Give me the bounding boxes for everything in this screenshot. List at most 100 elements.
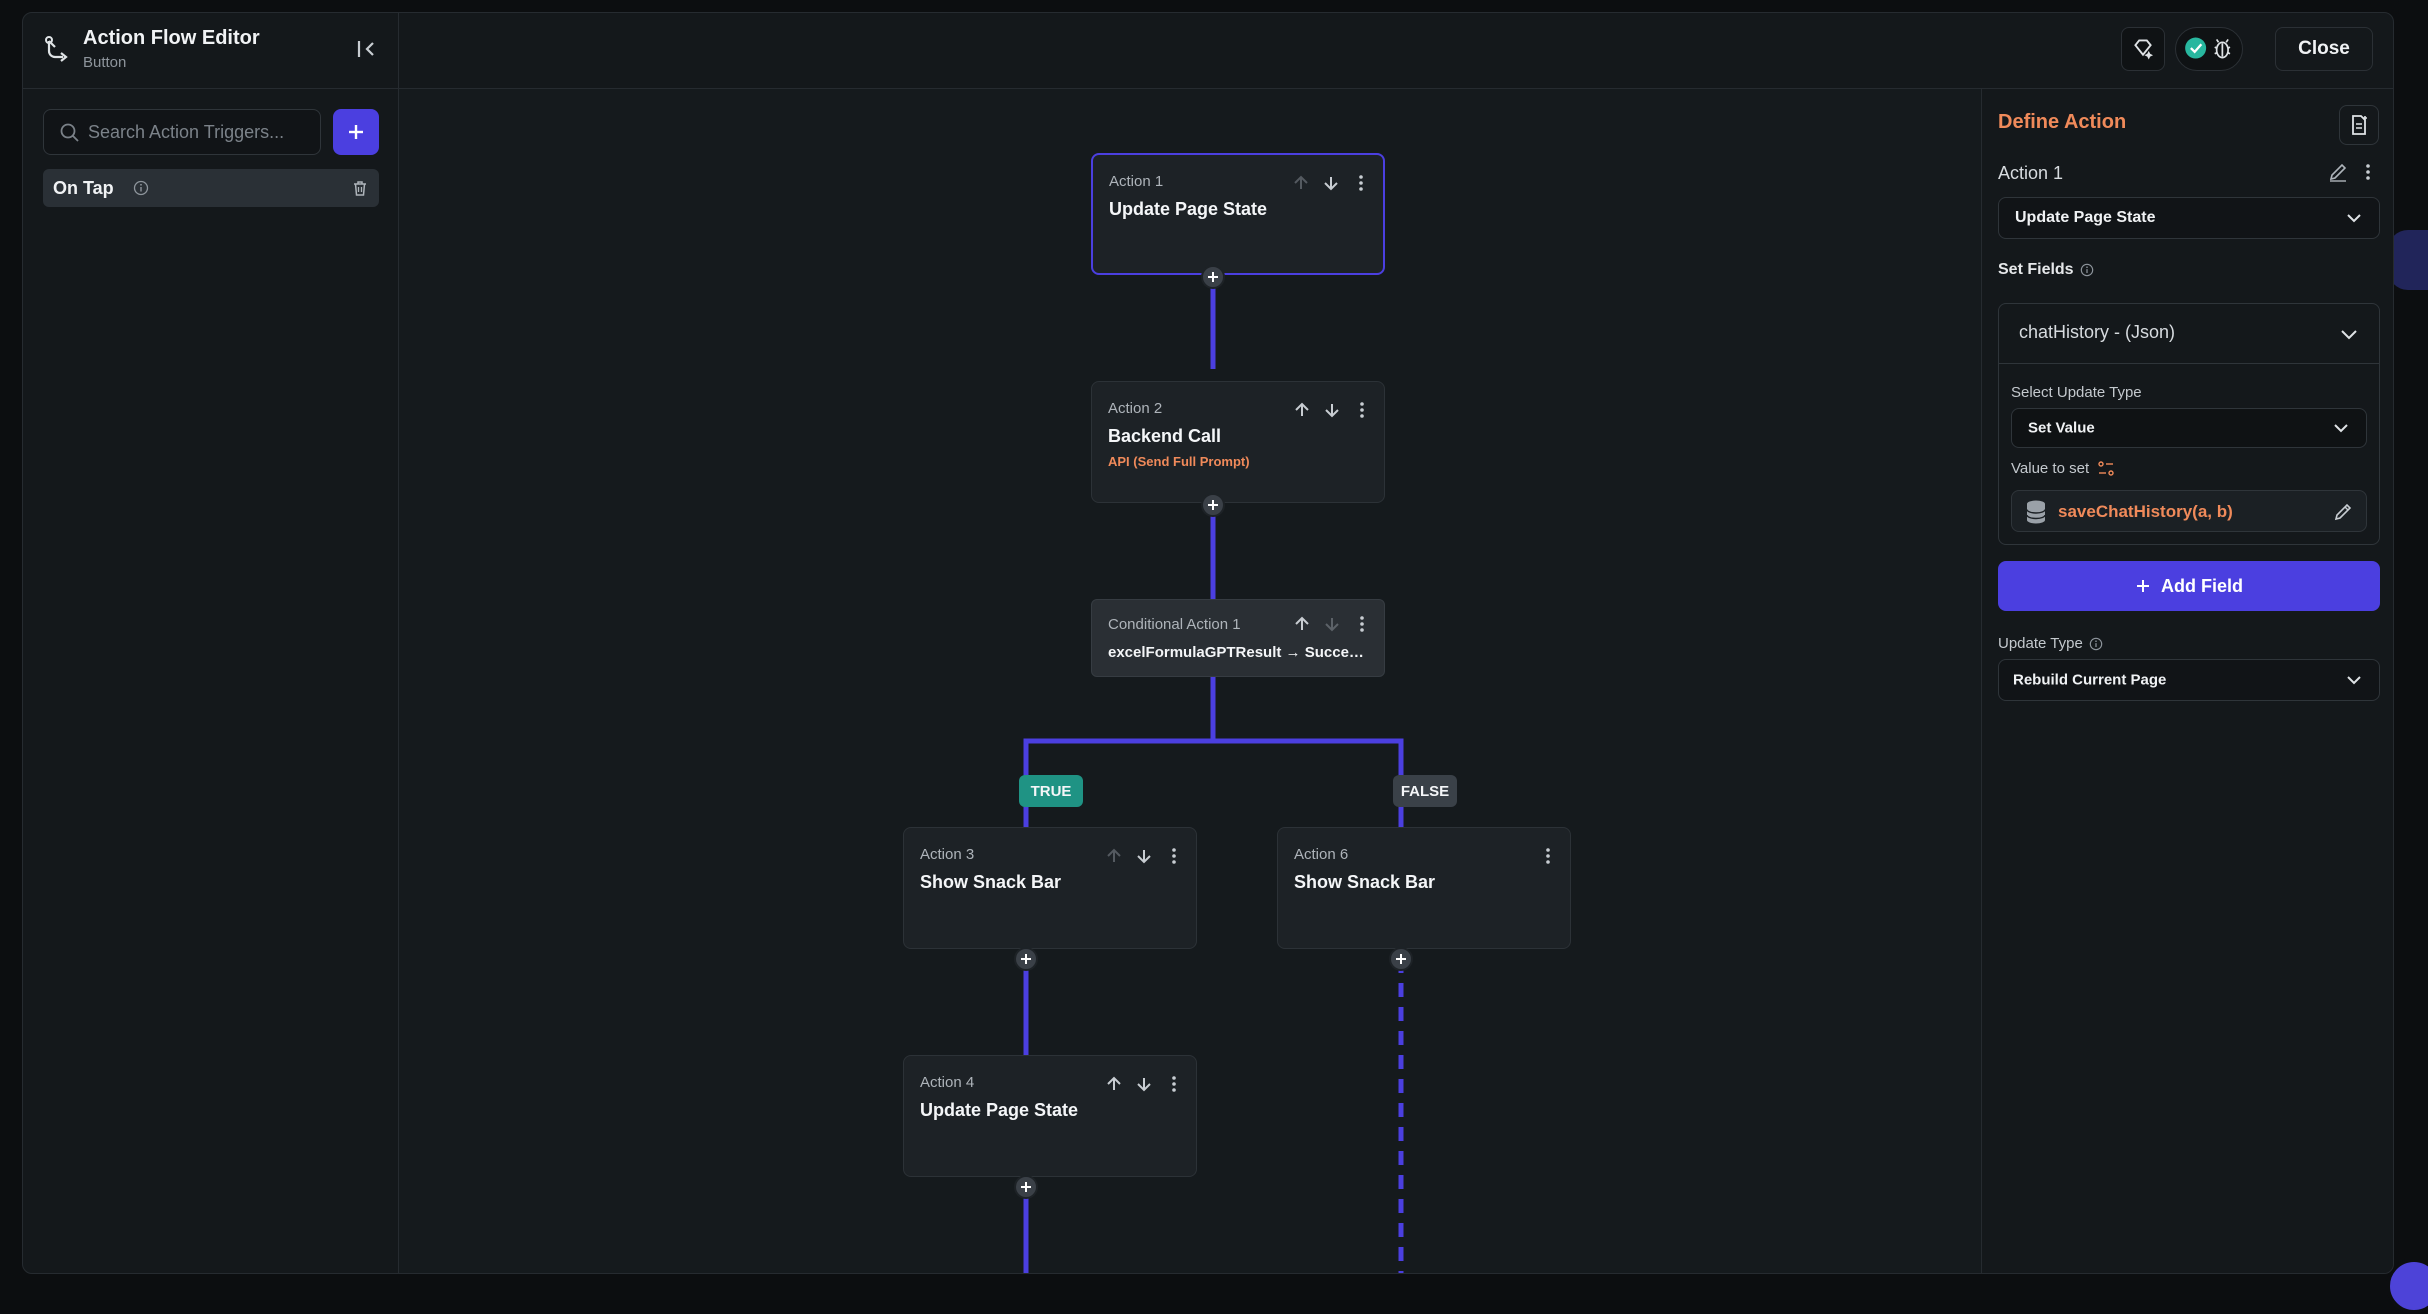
node-title: Show Snack Bar xyxy=(920,872,1061,893)
node-label: Action 3 xyxy=(920,846,974,863)
flow-node-action-1[interactable]: Action 1 Update Page State xyxy=(1091,153,1385,275)
edit-icon[interactable] xyxy=(2327,161,2349,183)
action-triggers-panel: On Tap xyxy=(23,89,399,1274)
search-triggers-input[interactable] xyxy=(88,110,308,154)
ai-gem-icon xyxy=(2122,28,2164,70)
collapse-sidebar-icon[interactable] xyxy=(353,35,381,63)
action-flow-icon xyxy=(43,35,71,65)
action-flow-editor-modal: Action Flow Editor Button xyxy=(22,12,2394,1274)
info-icon[interactable] xyxy=(2089,637,2103,651)
plus-icon xyxy=(1206,270,1220,284)
bug-icon xyxy=(2215,39,2230,57)
plus-icon xyxy=(1019,952,1033,966)
ai-assist-button[interactable] xyxy=(2121,27,2165,71)
document-icon xyxy=(2347,113,2371,137)
variable-options-icon[interactable] xyxy=(2097,460,2115,478)
add-action-button[interactable] xyxy=(1389,947,1413,971)
add-action-button[interactable] xyxy=(1201,493,1225,517)
action-type-value: Update Page State xyxy=(2015,209,2155,227)
more-options-icon[interactable] xyxy=(1351,173,1371,193)
chevron-down-icon[interactable] xyxy=(2337,322,2361,346)
plus-icon xyxy=(2135,578,2151,594)
panel-title: Define Action xyxy=(1998,111,2126,134)
edit-icon[interactable] xyxy=(2332,501,2354,523)
more-options-icon[interactable] xyxy=(1538,846,1558,866)
value-to-set-label: Value to set xyxy=(2011,460,2115,478)
more-options-icon[interactable] xyxy=(1352,400,1372,420)
move-up-icon[interactable] xyxy=(1292,614,1312,634)
editor-title: Action Flow Editor xyxy=(83,27,260,50)
field-name: chatHistory - (Json) xyxy=(2019,322,2175,343)
move-up-icon[interactable] xyxy=(1292,400,1312,420)
close-button[interactable]: Close xyxy=(2275,27,2373,71)
chevron-down-icon xyxy=(2343,669,2365,691)
trigger-item-on-tap[interactable]: On Tap xyxy=(43,169,379,207)
database-icon xyxy=(2024,499,2048,525)
move-up-icon[interactable] xyxy=(1104,1074,1124,1094)
flow-node-conditional-1[interactable]: Conditional Action 1 excelFormulaGPTResu… xyxy=(1091,599,1385,677)
info-icon[interactable] xyxy=(133,180,149,196)
trigger-label: On Tap xyxy=(53,178,114,199)
debug-status-toggle[interactable] xyxy=(2175,27,2243,71)
update-type-label: Select Update Type xyxy=(2011,384,2142,401)
add-action-button[interactable] xyxy=(1201,265,1225,289)
add-field-button[interactable]: Add Field xyxy=(1998,561,2380,611)
node-title: Update Page State xyxy=(1109,199,1267,220)
move-up-icon[interactable] xyxy=(1104,846,1124,866)
plus-icon xyxy=(1394,952,1408,966)
update-type-select[interactable]: Set Value xyxy=(2011,408,2367,448)
add-action-button[interactable] xyxy=(1014,1175,1038,1199)
trash-icon[interactable] xyxy=(351,179,369,197)
node-title: Show Snack Bar xyxy=(1294,872,1435,893)
add-trigger-button[interactable] xyxy=(333,109,379,155)
value-to-set-field[interactable]: saveChatHistory(a, b) xyxy=(2011,490,2367,532)
define-action-panel: Define Action Action 1 Update Page State… xyxy=(1981,89,2394,1274)
page-update-type-value: Rebuild Current Page xyxy=(2013,672,2166,689)
header-left: Action Flow Editor Button xyxy=(23,13,399,89)
move-down-icon[interactable] xyxy=(1321,173,1341,193)
search-triggers-field[interactable] xyxy=(43,109,321,155)
flow-node-action-2[interactable]: Action 2 Backend Call API (Send Full Pro… xyxy=(1091,381,1385,503)
plus-icon xyxy=(1206,498,1220,512)
set-fields-label: Set Fields xyxy=(1998,261,2094,279)
more-options-icon[interactable] xyxy=(1352,614,1372,634)
action-type-select[interactable]: Update Page State xyxy=(1998,197,2380,239)
flow-node-action-6[interactable]: Action 6 Show Snack Bar xyxy=(1277,827,1571,949)
node-title: Backend Call xyxy=(1108,426,1221,447)
move-up-icon[interactable] xyxy=(1291,173,1311,193)
move-down-icon[interactable] xyxy=(1134,1074,1154,1094)
move-down-icon[interactable] xyxy=(1322,400,1342,420)
node-label: Action 1 xyxy=(1109,173,1163,190)
more-options-icon[interactable] xyxy=(1164,1074,1184,1094)
move-down-icon[interactable] xyxy=(1134,846,1154,866)
node-subtitle: API (Send Full Prompt) xyxy=(1108,454,1250,469)
flow-node-action-4[interactable]: Action 4 Update Page State xyxy=(903,1055,1197,1177)
more-options-icon[interactable] xyxy=(1164,846,1184,866)
chevron-down-icon xyxy=(2343,207,2365,229)
field-header[interactable]: chatHistory - (Json) xyxy=(1999,304,2379,364)
node-label: Action 6 xyxy=(1294,846,1348,863)
node-title: excelFormulaGPTResult → Succeed... xyxy=(1108,644,1370,661)
page-update-type-select[interactable]: Rebuild Current Page xyxy=(1998,659,2380,701)
add-field-label: Add Field xyxy=(2161,576,2243,597)
set-fields-text: Set Fields xyxy=(1998,261,2074,278)
flow-canvas[interactable]: Action 1 Update Page State Action 2 Back… xyxy=(399,89,1981,1274)
node-label: Action 4 xyxy=(920,1074,974,1091)
backdrop-decoration xyxy=(2388,230,2428,290)
editor-subtitle: Button xyxy=(83,54,126,71)
plus-icon xyxy=(1019,1180,1033,1194)
node-label: Action 2 xyxy=(1108,400,1162,417)
plus-icon xyxy=(346,122,366,142)
flow-node-action-3[interactable]: Action 3 Show Snack Bar xyxy=(903,827,1197,949)
more-options-icon[interactable] xyxy=(2357,161,2379,183)
search-icon xyxy=(60,123,80,143)
move-down-icon[interactable] xyxy=(1322,614,1342,634)
chevron-down-icon xyxy=(2330,417,2352,439)
update-type-value: Set Value xyxy=(2028,420,2095,437)
editor-header: Action Flow Editor Button xyxy=(23,13,2393,89)
true-branch-badge: TRUE xyxy=(1019,775,1083,807)
add-action-button[interactable] xyxy=(1014,947,1038,971)
node-title: Update Page State xyxy=(920,1100,1078,1121)
action-docs-button[interactable] xyxy=(2339,105,2379,145)
info-icon[interactable] xyxy=(2080,263,2094,277)
